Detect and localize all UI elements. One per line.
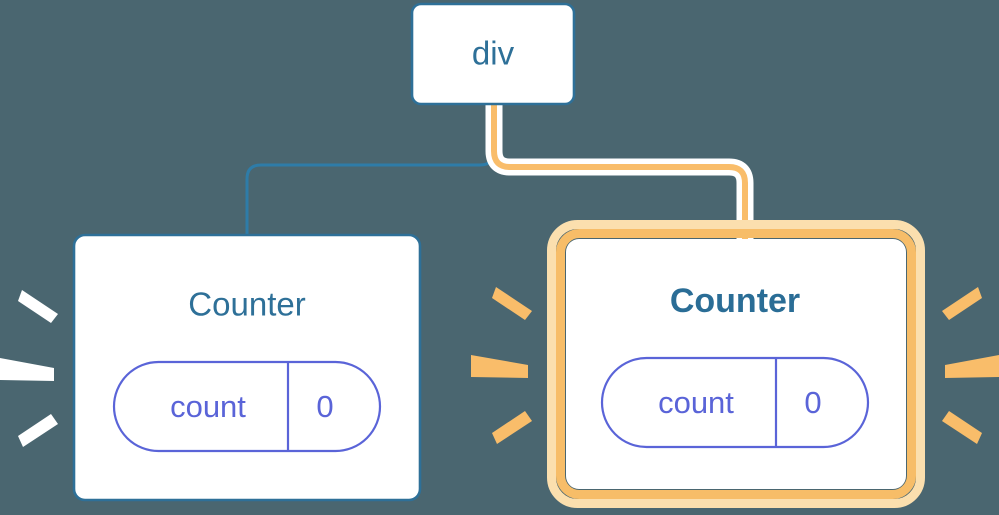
- sparkle-orange-left-middle: [471, 355, 528, 378]
- node-right-counter-highlight-inner-ring: [556, 229, 916, 499]
- edge-orange-path: [491, 104, 748, 240]
- node-div[interactable]: div: [410, 2, 576, 106]
- sparkle-orange-left-upper: [492, 287, 532, 320]
- node-right-counter-background: [566, 239, 906, 489]
- right-counter-right-sparkles: [942, 287, 999, 444]
- right-counter-prop-value: 0: [804, 385, 821, 420]
- right-counter-prop-key: count: [658, 385, 734, 420]
- node-right-counter[interactable]: Counter count 0: [547, 220, 925, 508]
- edge-div-to-left-counter: [245, 102, 496, 240]
- sparkle-white-lower: [18, 414, 58, 447]
- node-right-counter-label: Counter: [670, 282, 800, 320]
- sparkle-orange-right-upper: [942, 287, 982, 320]
- node-left-counter[interactable]: Counter count 0: [72, 233, 422, 502]
- sparkle-white-upper: [18, 290, 58, 323]
- node-left-counter-background: [74, 235, 420, 500]
- edge-div-to-right-counter: [485, 104, 754, 240]
- node-div-label: div: [472, 35, 515, 72]
- edge-orange-halo-path: [485, 104, 754, 240]
- left-counter-left-sparkles: [0, 290, 58, 447]
- right-counter-property-pill: count 0: [600, 356, 870, 449]
- right-counter-left-sparkles: [471, 287, 532, 444]
- node-right-counter-highlight-outer-ring: [547, 220, 925, 508]
- sparkle-orange-left-lower: [492, 411, 532, 444]
- left-counter-prop-value: 0: [316, 389, 333, 424]
- left-counter-pill-outline: [112, 360, 382, 453]
- node-div-background: [412, 4, 574, 104]
- left-counter-property-pill: count 0: [112, 360, 382, 453]
- right-counter-pill-outline: [600, 356, 870, 449]
- edge-blue-path: [245, 102, 496, 240]
- node-left-counter-label: Counter: [188, 286, 305, 323]
- node-div-border: [410, 2, 576, 106]
- node-left-counter-border: [72, 233, 422, 502]
- sparkle-white-middle: [0, 358, 54, 381]
- sparkle-orange-right-lower: [942, 411, 982, 444]
- sparkle-orange-right-middle: [945, 355, 999, 378]
- left-counter-prop-key: count: [170, 389, 246, 424]
